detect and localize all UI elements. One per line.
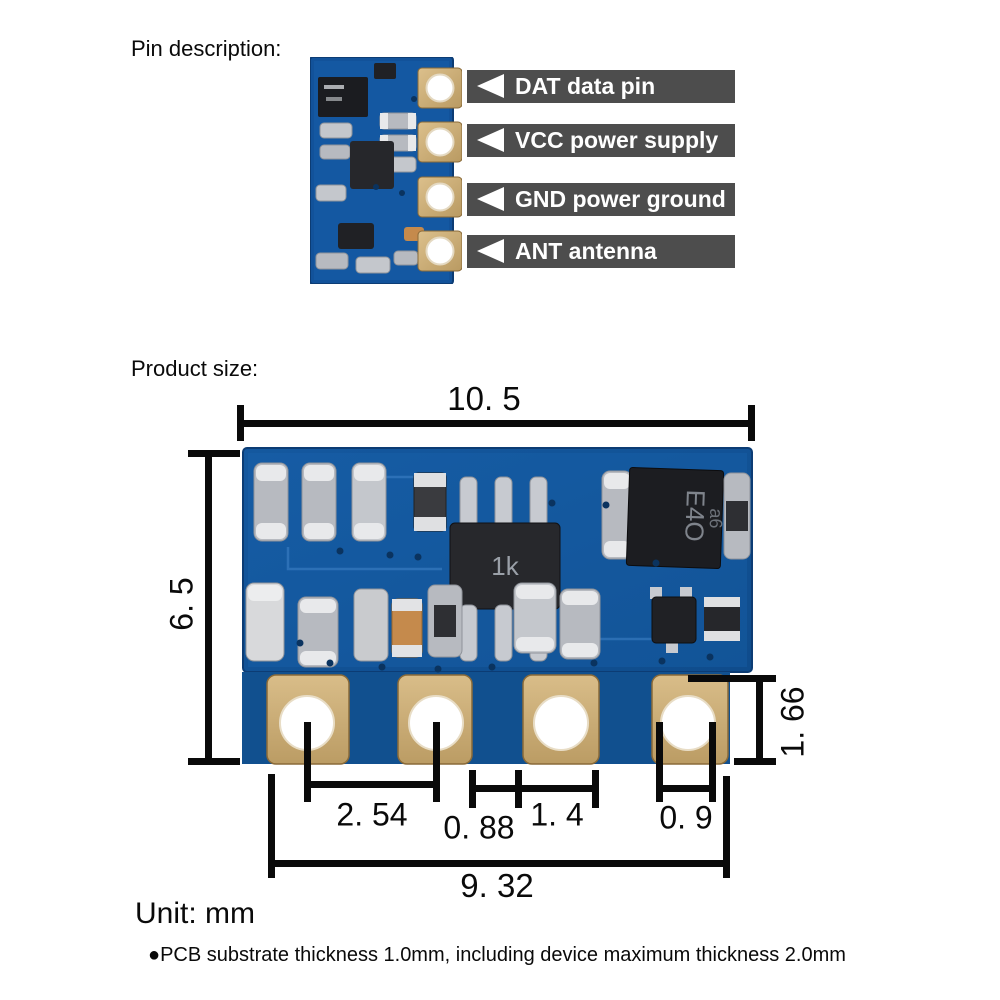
- dim-label-board-width: 10. 5: [447, 380, 521, 417]
- dim-line-pad-gap-width: [469, 785, 599, 792]
- dim-label-pad-width: 1. 4: [530, 796, 584, 833]
- dim-label-pad-gap: 0. 88: [443, 809, 515, 846]
- via-dots: [296, 499, 714, 673]
- dim-label-pad-row-span: 9. 32: [460, 867, 534, 904]
- dim-label-hole-diameter: 0. 9: [659, 799, 713, 836]
- dim-line-pad-height: [756, 675, 763, 765]
- dim-tick: [748, 405, 755, 441]
- pin-label: VCC power supply: [515, 127, 719, 153]
- pin-label-bar-vcc: VCC power supply: [467, 124, 735, 157]
- small-pcb-pads: [417, 67, 462, 272]
- unit-label: Unit: mm: [135, 897, 255, 930]
- corner-chip-marking-1: E4O: [679, 489, 711, 542]
- large-pcb-components: 1k E4O a6: [245, 462, 751, 673]
- arrow-left-icon: [477, 128, 504, 152]
- corner-chip-marking-2: a6: [706, 508, 727, 529]
- dim-line-hole-diameter: [656, 785, 716, 792]
- pin-label-bar-dat: DAT data pin: [467, 70, 735, 103]
- pin-label-bar-gnd: GND power ground: [467, 183, 735, 216]
- dim-label-pin-pitch: 2. 54: [336, 796, 408, 833]
- dim-label-pad-height: 1. 66: [774, 686, 811, 758]
- dim-tick: [433, 722, 440, 802]
- large-pcb-photo: 1k E4O a6: [242, 447, 753, 765]
- pin-label: GND power ground: [515, 186, 726, 212]
- dim-line-pad-row-span: [268, 860, 730, 867]
- arrow-left-icon: [477, 239, 504, 263]
- dim-tick: [188, 758, 240, 765]
- dim-tick: [734, 758, 776, 765]
- dim-label-board-height: 6. 5: [163, 577, 200, 631]
- small-pcb-components: [315, 63, 424, 274]
- ic-marking-text: 1k: [491, 551, 519, 581]
- arrow-left-icon: [477, 187, 504, 211]
- dim-tick: [268, 774, 275, 878]
- dim-tick: [656, 722, 663, 802]
- dim-tick: [688, 675, 776, 682]
- small-pcb-photo: [310, 57, 462, 284]
- pin-label-bar-ant: ANT antenna: [467, 235, 735, 268]
- dim-line-board-width: [240, 420, 752, 427]
- dim-tick: [304, 722, 311, 802]
- dim-tick: [709, 722, 716, 802]
- dim-tick: [237, 405, 244, 441]
- pin-label: DAT data pin: [515, 73, 656, 99]
- arrow-left-icon: [477, 74, 504, 98]
- dim-line-board-height: [205, 450, 212, 765]
- dim-tick: [723, 776, 730, 878]
- large-pcb-pads: [266, 674, 729, 765]
- thickness-note: ●PCB substrate thickness 1.0mm, includin…: [148, 944, 846, 966]
- product-size-heading: Product size:: [131, 356, 259, 381]
- dim-tick: [188, 450, 240, 457]
- dim-line-pin-pitch: [304, 781, 440, 788]
- pin-label: ANT antenna: [515, 238, 657, 264]
- pin-description-heading: Pin description:: [131, 36, 282, 61]
